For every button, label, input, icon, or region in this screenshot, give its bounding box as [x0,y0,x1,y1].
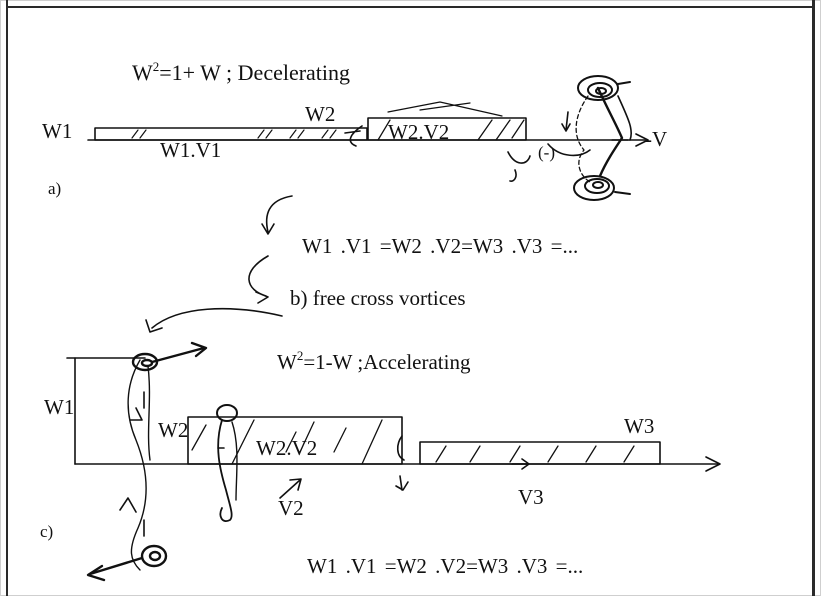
minus-vortex-arc [547,143,591,157]
block-w2-hatch [377,119,525,141]
caption-free-cross-vortices: b) free cross vortices [290,286,466,310]
arrow-down-left-head [561,123,571,132]
label-a-w1: W1 [42,119,73,143]
eq-a-rest: =1+ W ; Decelerating [159,60,351,85]
equation-accelerating: W2=1-W ;Accelerating [277,349,471,374]
spiral-top-w1 [131,341,208,372]
v2-arrow [279,478,302,499]
label-c-w2v2: W2.V2 [256,436,318,460]
label-a-w2: W2 [305,102,336,126]
label-a-minus: (-) [538,143,555,162]
roof-bracket [387,101,503,117]
strip-w3-hatch [435,445,635,463]
v3-arrow [511,458,530,470]
vortex-w2-column [216,404,238,522]
arrow-down-left [565,111,569,131]
label-c-v2: V2 [278,496,304,520]
spiral-vortex-top [577,75,631,101]
frame-left-border [6,0,8,596]
connector-arrow-2 [248,255,269,304]
small-vortex-w3-start [395,435,409,491]
axis-c-arrow [705,456,721,472]
spiral-vortex-bottom [573,175,631,201]
vortex-column-left [119,359,151,571]
axis-a-arrow [635,133,649,147]
strip-w3 [419,441,661,465]
connector-arrow-1 [261,195,293,235]
label-c-w3: W3 [624,414,655,438]
panel-a-drawing [87,75,649,201]
relation-bottom: W1 .V1 =W2 .V2=W3 .V3 =... [307,554,584,578]
strip-w1 [94,127,368,141]
panel-c-drawing [66,341,721,582]
spiral-bottom-w1 [86,544,168,582]
eq-a-base: W [132,60,153,85]
label-c-v3: V3 [518,485,544,509]
frame-top-border [6,6,814,8]
label-a-w2v2: W2.V2 [388,120,450,144]
connector-arrow-3 [145,307,283,333]
block-w2-c [187,416,403,465]
block-w2 [367,117,527,141]
relation-top: W1 .V1 =W2 .V2=W3 .V3 =... [302,234,579,258]
strip-w1-hatch [131,129,337,139]
frame-right-border [812,0,815,596]
tag-a: a) [48,179,62,198]
label-a-w1v1: W1.V1 [160,138,222,162]
block-w2-c-hatch [191,419,383,465]
equation-decelerating: W2=1+ W ; Decelerating [132,59,351,85]
swirl-near-minus [507,151,531,182]
label-c-w2: W2 [158,418,189,442]
eq-a-exponent: 2 [152,59,160,74]
vortex-pair-link [596,86,624,178]
vortex-pair-left [575,95,591,183]
label-c-w1: W1 [44,395,75,419]
label-a-v: -V [645,127,668,151]
vortex-pair-right [617,95,633,141]
eq-c-base: W [277,350,297,374]
tag-c: c) [40,522,54,541]
eq-c-rest: =1-W ;Accelerating [303,350,471,374]
swirl-arrow-w2 [344,125,363,147]
eq-c-exponent: 2 [296,348,304,363]
